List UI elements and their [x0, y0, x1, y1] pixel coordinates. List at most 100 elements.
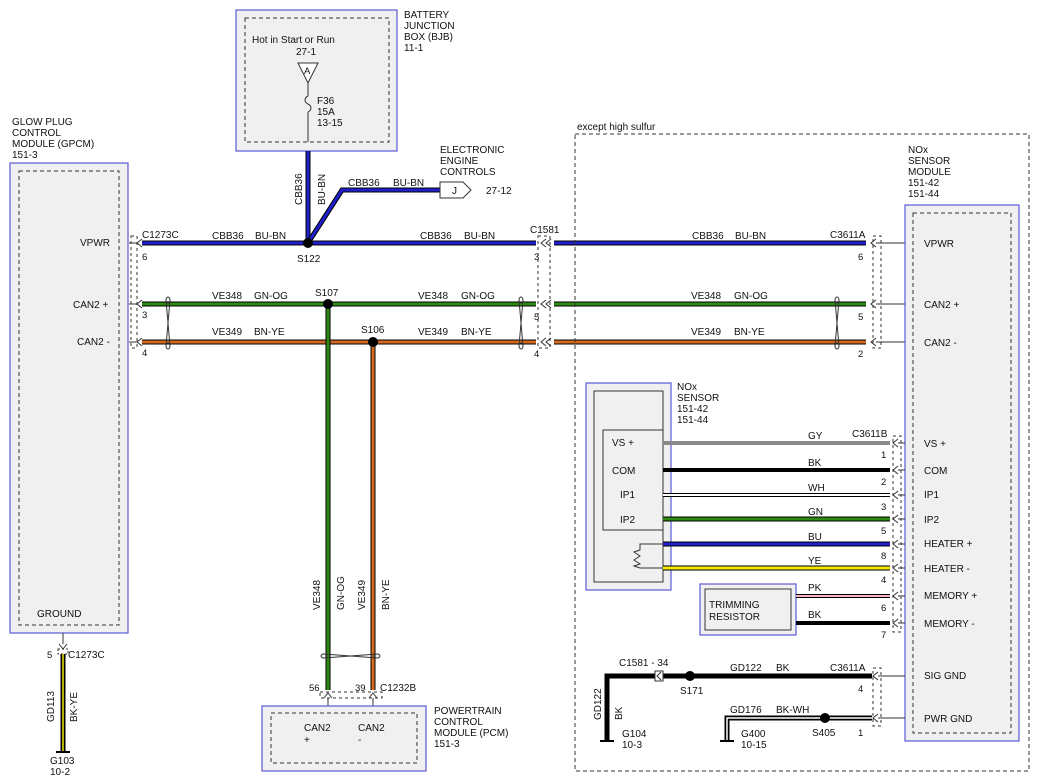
wire-label-ve349-3: VE349 — [691, 327, 721, 338]
wire-label-ye: YE — [808, 556, 822, 567]
wire-label-bu-bn-3: BU-BN — [735, 231, 766, 242]
ground-g400-ref: 10-15 — [741, 740, 767, 751]
nox-module-title-2: SENSOR — [908, 156, 950, 167]
splice-s106-label: S106 — [361, 325, 385, 336]
wire-label-cbb36-1: CBB36 — [212, 231, 244, 242]
twisted-pair-icon — [165, 296, 840, 350]
splice-s405-label: S405 — [812, 728, 836, 739]
ground-g104: G104 — [622, 729, 647, 740]
fuse-id: F36 — [317, 96, 335, 107]
nox-module-title-4: 151-42 — [908, 178, 940, 189]
battery-junction-box: Hot in Start or Run 27-1 A F36 15A 13-15… — [235, 9, 455, 152]
inline-connector-icon — [540, 238, 552, 347]
pin-b1: 1 — [881, 450, 886, 461]
pin-b4: 4 — [881, 575, 886, 586]
eec-title-2: ENGINE — [440, 156, 479, 167]
ground-g103-ref: 10-2 — [50, 767, 70, 778]
trimming-line-2: RESISTOR — [709, 612, 760, 623]
pin-b3: 3 — [881, 502, 886, 513]
pcm-title-1: POWERTRAIN — [434, 706, 502, 717]
wire-label-ve348-2: VE348 — [418, 291, 448, 302]
pin-gpcm-can-plus: 3 — [142, 310, 147, 321]
nox-module-pin-heater-plus: HEATER + — [924, 539, 973, 550]
splice-s122 — [303, 238, 313, 248]
pin-c3611a-vpwr: 6 — [858, 252, 863, 263]
wire-label-bu-bn-vertical: BU-BN — [317, 174, 328, 205]
connector-c1273c-gnd-label: C1273C — [68, 650, 105, 661]
nox-sensor: NOx SENSOR 151-42 151-44 VS + COM IP1 IP… — [585, 382, 719, 591]
wire-label-wh: WH — [808, 483, 825, 494]
wire-label-bu-bn-eec: BU-BN — [393, 178, 424, 189]
gpcm-pin-can2-minus: CAN2 - — [77, 337, 110, 348]
nox-module-pin-memory-minus: MEMORY - — [924, 619, 975, 630]
wire-label-bk-vertical: BK — [614, 706, 625, 720]
wire-label-pk: PK — [808, 583, 822, 594]
pcm-pin1-sign: + — [304, 735, 310, 746]
bjb-triangle-label: A — [304, 66, 311, 77]
trimming-resistor: TRIMMING RESISTOR — [699, 583, 797, 636]
nox-module-pin-memory-plus: MEMORY + — [924, 591, 977, 602]
nox-module-title-5: 151-44 — [908, 189, 940, 200]
wire-label-bn-ye-vertical: BN-YE — [381, 579, 392, 610]
gpcm-title-2: CONTROL — [12, 128, 61, 139]
pin-c3611a-can-plus: 5 — [858, 312, 863, 323]
wire-label-ve348-1: VE348 — [212, 291, 242, 302]
wire-label-gd113: GD113 — [46, 691, 57, 722]
wire-label-bn-ye-3: BN-YE — [734, 327, 765, 338]
pin-b2: 2 — [881, 477, 886, 488]
ground-g103: G103 — [50, 756, 75, 767]
bjb-hot-ref: 27-1 — [296, 47, 316, 58]
wire-label-cbb36-2: CBB36 — [420, 231, 452, 242]
heater-element-icon — [632, 543, 663, 569]
nox-module-pin-pwr-gnd: PWR GND — [924, 714, 972, 725]
bjb-hot-text: Hot in Start or Run — [252, 35, 335, 46]
bjb-title-2: JUNCTION — [404, 21, 455, 32]
nox-sensor-title-1: NOx — [677, 382, 697, 393]
eec-jumper-label: J — [452, 186, 457, 197]
nox-module-pin-ip2: IP2 — [924, 515, 939, 526]
nox-module-title-1: NOx — [908, 145, 928, 156]
connector-c1273c-label: C1273C — [142, 230, 179, 241]
nox-module-pin-can2-plus: CAN2 + — [924, 300, 959, 311]
wire-label-gn-og-2: GN-OG — [461, 291, 495, 302]
wire-label-gn-og-1: GN-OG — [254, 291, 288, 302]
wire-label-bk-ye: BK-YE — [69, 692, 80, 722]
gpcm-title-1: GLOW PLUG — [12, 117, 73, 128]
splice-s107 — [323, 299, 333, 309]
splice-s106 — [368, 337, 378, 347]
pin-b6: 6 — [881, 603, 886, 614]
ground-g400: G400 — [741, 729, 766, 740]
except-high-sulfur-label: except high sulfur — [577, 122, 656, 133]
pin-pcm-39: 39 — [355, 683, 366, 694]
pin-siggnd: 4 — [858, 684, 863, 695]
pcm-title-3: MODULE (PCM) — [434, 728, 508, 739]
nox-sensor-pin-ip2: IP2 — [620, 515, 635, 526]
trimming-line-1: TRIMMING — [709, 600, 760, 611]
connector-arrow-icon — [129, 238, 143, 347]
connector-triangle-icon — [297, 62, 319, 85]
fuse-rating: 15A — [317, 107, 335, 118]
connector-c1232b-label: C1232B — [380, 683, 416, 694]
eec-ref: 27-12 — [486, 186, 512, 197]
nox-sensor-title-4: 151-44 — [677, 415, 709, 426]
wire-label-ve349-1: VE349 — [212, 327, 242, 338]
connector-c1581-label: C1581 — [530, 225, 560, 236]
gpcm-title-4: 151-3 — [12, 150, 38, 161]
nox-module-pin-can2-minus: CAN2 - — [924, 338, 957, 349]
pcm-pin2-sign: - — [358, 735, 361, 746]
powertrain-control-module: CAN2 + CAN2 - POWERTRAIN CONTROL MODULE … — [261, 705, 508, 772]
gpcm-pin-vpwr: VPWR — [80, 238, 110, 249]
wire-label-bk-com: BK — [808, 458, 822, 469]
nox-module-pin-ip1: IP1 — [924, 490, 939, 501]
pin-b5: 5 — [881, 526, 886, 537]
pcm-title-4: 151-3 — [434, 739, 460, 750]
wire-label-bu-bn-1: BU-BN — [255, 231, 286, 242]
connector-c3611a-label: C3611A — [830, 230, 866, 241]
wire-label-gn-og-vertical: GN-OG — [336, 576, 347, 610]
pin-b7: 7 — [881, 630, 886, 641]
splice-s107-label: S107 — [315, 288, 339, 299]
nox-module-title-3: MODULE — [908, 167, 951, 178]
wire-label-bk-wh: BK-WH — [776, 705, 809, 716]
nox-sensor-pin-ip1: IP1 — [620, 490, 635, 501]
